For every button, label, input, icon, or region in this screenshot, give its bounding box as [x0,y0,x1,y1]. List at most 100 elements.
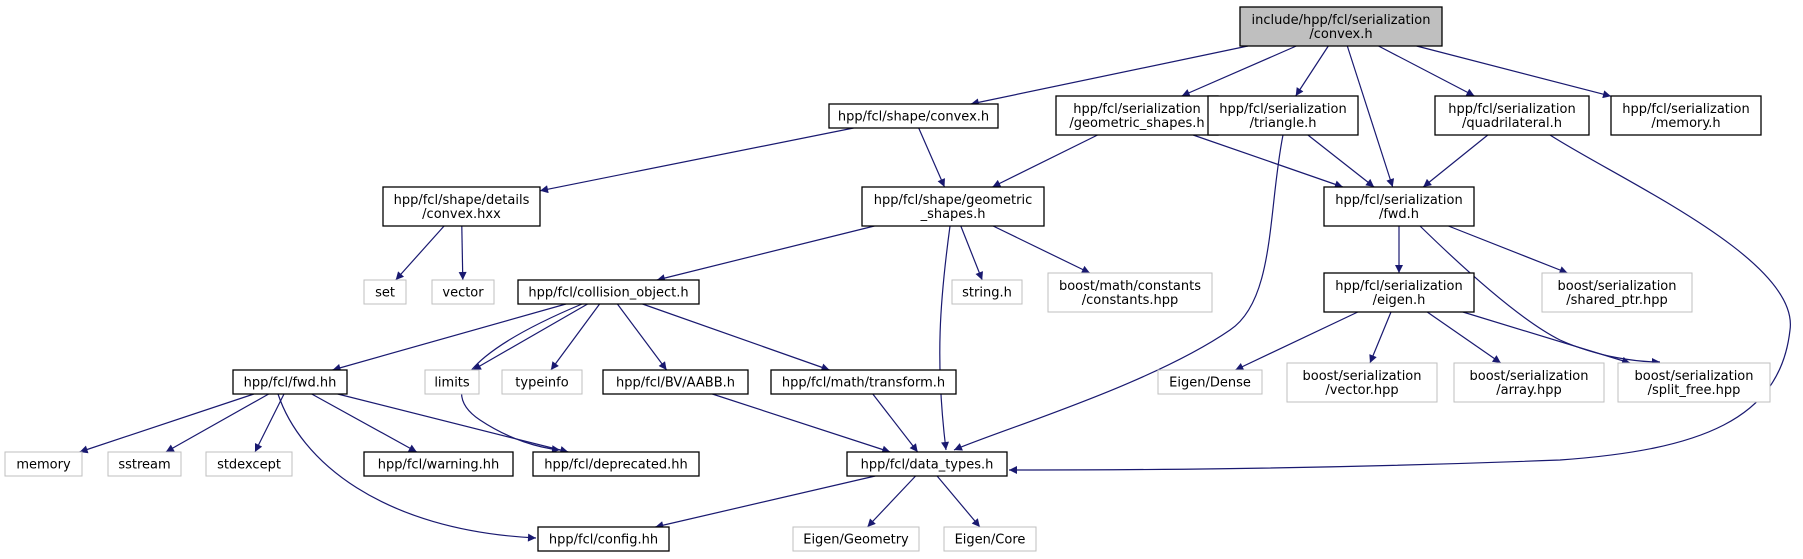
node-label-warning: hpp/fcl/warning.hh [378,458,500,473]
node-box-ser-memory [1610,95,1762,136]
edge-details-convex-to-set [395,225,445,281]
node-bv-aabb[interactable]: hpp/fcl/BV/AABB.h [602,369,749,395]
node-label-set: set [375,286,395,301]
node-label-bv-aabb: hpp/fcl/BV/AABB.h [616,376,735,391]
edge-shape-geom-to-string-h [960,225,983,281]
edge-collision-object-to-limits [472,303,588,371]
edge-collision-object-to-typeinfo [550,303,601,371]
edge-fcl-fwd-to-warning [311,393,418,453]
node-ser-geom[interactable]: hpp/fcl/serialization/geometric_shapes.h [1055,95,1219,136]
node-boost-shared-ptr: boost/serialization/shared_ptr.hpp [1541,272,1693,313]
edge-collision-object-to-math-transform [642,303,830,372]
node-label-stdexcept: stdexcept [217,458,281,473]
node-label-boost-constants: boost/math/constants [1059,279,1201,294]
node-box-limits [424,369,480,395]
edge-collision-object-to-deprecated [461,303,583,454]
node-label-root: /convex.h [1309,27,1372,42]
node-ser-eigen[interactable]: hpp/fcl/serialization/eigen.h [1323,272,1475,313]
node-label-memory: memory [16,458,71,473]
edge-ser-quad-to-ser-fwd [1422,134,1489,188]
node-box-stdexcept [205,451,293,477]
edge-collision-object-to-fcl-fwd [332,303,567,372]
node-label-config: hpp/fcl/config.hh [549,533,658,548]
edge-root-to-ser-geom [1181,45,1297,97]
node-label-ser-fwd: hpp/fcl/serialization [1335,193,1462,208]
edge-ser-geom-to-ser-fwd [1192,134,1344,189]
node-label-ser-quad: hpp/fcl/serialization [1448,102,1575,117]
node-warning[interactable]: hpp/fcl/warning.hh [363,451,514,477]
edge-root-to-shape-convex [970,45,1249,107]
node-deprecated[interactable]: hpp/fcl/deprecated.hh [532,451,700,477]
edge-fcl-fwd-to-stdexcept [254,393,285,453]
nodes-layer: include/hpp/fcl/serialization/convex.h hp… [4,6,1771,552]
node-box-boost-constants [1047,272,1213,313]
node-ser-triangle[interactable]: hpp/fcl/serialization/triangle.h [1207,95,1359,136]
node-label-eigen-core: Eigen/Core [955,533,1026,548]
node-eigen-dense: Eigen/Dense [1157,369,1263,395]
node-fcl-fwd[interactable]: hpp/fcl/fwd.hh [232,369,348,395]
edges-layer [79,45,1791,542]
node-box-string-h [951,279,1023,305]
node-box-fcl-fwd [232,369,348,395]
edge-fcl-fwd-to-memory [79,393,255,454]
edge-ser-triangle-to-ser-fwd [1307,134,1375,188]
edge-ser-triangle-to-data-types [953,134,1284,451]
node-box-ser-triangle [1207,95,1359,136]
node-label-ser-memory: /memory.h [1651,116,1720,131]
edge-data-types-to-config [655,475,876,530]
node-data-types[interactable]: hpp/fcl/data_types.h [846,451,1008,477]
node-box-ser-eigen [1323,272,1475,313]
edge-fcl-fwd-to-sstream [165,393,269,453]
node-label-boost-split-free: /split_free.hpp [1648,383,1741,398]
node-ser-quad[interactable]: hpp/fcl/serialization/quadrilateral.h [1434,95,1590,136]
edge-ser-quad-to-data-types [1008,134,1791,474]
edge-root-to-ser-fwd [1346,45,1395,188]
edge-fcl-fwd-to-config [277,393,537,542]
node-label-shape-convex: hpp/fcl/shape/convex.h [838,110,989,125]
node-box-set [363,279,407,305]
node-label-eigen-geometry: Eigen/Geometry [803,533,909,548]
edge-ser-eigen-to-boost-vector [1369,311,1392,364]
edge-shape-convex-to-details-convex [539,127,854,194]
edge-details-convex-to-vector [458,225,467,281]
node-label-boost-shared-ptr: boost/serialization [1557,279,1676,294]
node-box-collision-object [517,279,700,305]
node-label-boost-shared-ptr: /shared_ptr.hpp [1566,293,1668,308]
node-vector: vector [431,279,495,305]
edge-ser-fwd-to-boost-shared-ptr [1448,225,1568,274]
edge-root-to-ser-triangle [1295,45,1329,97]
node-math-transform[interactable]: hpp/fcl/math/transform.h [770,369,957,395]
node-boost-array: boost/serialization/array.hpp [1453,362,1605,403]
edge-ser-eigen-to-boost-split-free [1462,311,1631,365]
node-label-boost-vector: /vector.hpp [1325,383,1398,398]
node-eigen-core: Eigen/Core [943,526,1037,552]
node-sstream: sstream [107,451,182,477]
node-ser-fwd[interactable]: hpp/fcl/serialization/fwd.h [1323,186,1475,227]
node-label-ser-eigen: /eigen.h [1373,293,1426,308]
node-collision-object[interactable]: hpp/fcl/collision_object.h [517,279,700,305]
edge-shape-convex-to-shape-geom [918,127,946,188]
node-config[interactable]: hpp/fcl/config.hh [537,526,670,552]
node-stdexcept: stdexcept [205,451,293,477]
node-box-ser-quad [1434,95,1590,136]
node-boost-split-free: boost/serialization/split_free.hpp [1617,362,1771,403]
node-label-shape-geom: hpp/fcl/shape/geometric [874,193,1033,208]
node-details-convex[interactable]: hpp/fcl/shape/details/convex.hxx [382,186,541,227]
node-label-math-transform: hpp/fcl/math/transform.h [782,376,945,391]
node-box-bv-aabb [602,369,749,395]
node-memory: memory [4,451,83,477]
node-box-boost-shared-ptr [1541,272,1693,313]
node-label-ser-memory: hpp/fcl/serialization [1622,102,1749,117]
node-ser-memory[interactable]: hpp/fcl/serialization/memory.h [1610,95,1762,136]
node-box-eigen-core [943,526,1037,552]
node-shape-geom[interactable]: hpp/fcl/shape/geometric_shapes.h [861,186,1045,227]
node-root[interactable]: include/hpp/fcl/serialization/convex.h [1239,6,1443,47]
node-label-ser-triangle: hpp/fcl/serialization [1219,102,1346,117]
edge-shape-geom-to-boost-constants [992,225,1091,274]
node-label-details-convex: /convex.hxx [422,207,501,222]
node-shape-convex[interactable]: hpp/fcl/shape/convex.h [828,103,999,129]
node-string-h: string.h [951,279,1023,305]
node-box-deprecated [532,451,700,477]
node-box-boost-vector [1286,362,1438,403]
